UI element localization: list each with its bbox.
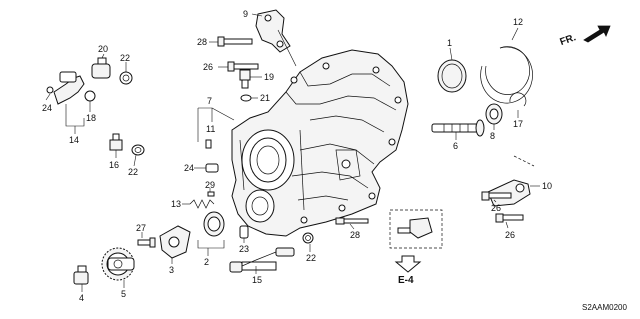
gear-5 xyxy=(101,247,135,281)
bracket-9 xyxy=(255,9,291,53)
callout-16: 16 xyxy=(109,160,119,170)
callout-25: 24 xyxy=(42,103,52,113)
callout-17: 17 xyxy=(513,119,523,129)
callout-24-lower: 23 xyxy=(239,244,249,254)
washer-22-left xyxy=(131,144,145,156)
pin-29 xyxy=(207,191,215,197)
callout-26-right-lower: 26 xyxy=(505,230,515,240)
bearing-8 xyxy=(485,103,503,125)
circlip-12 xyxy=(480,46,533,104)
callout-27-center: 28 xyxy=(350,230,360,240)
clip-17 xyxy=(509,92,527,107)
spring-13 xyxy=(189,199,215,209)
callout-21: 21 xyxy=(260,93,270,103)
transmission-housing xyxy=(231,49,409,237)
bolt-27-top xyxy=(217,36,253,47)
pin-24-upper xyxy=(205,163,219,173)
sensor-15 xyxy=(229,247,295,273)
plate-3 xyxy=(159,225,191,259)
callout-13: 13 xyxy=(171,199,181,209)
washer-21 xyxy=(240,94,252,102)
callout-7: 7 xyxy=(207,96,212,106)
callout-5: 5 xyxy=(121,289,126,299)
direction-label: FR. xyxy=(559,32,578,48)
callout-10: 10 xyxy=(542,181,552,191)
shaft-6 xyxy=(431,119,485,137)
callout-20: 20 xyxy=(98,44,108,54)
harness-25 xyxy=(46,71,85,105)
callout-11: 11 xyxy=(206,124,215,134)
callout-15: 15 xyxy=(252,275,262,285)
detail-label-e4: E-4 xyxy=(398,275,414,286)
seal-2 xyxy=(203,211,225,237)
callout-28: 27 xyxy=(136,223,146,233)
washer-23 xyxy=(119,71,133,85)
reference-code: S2AAM0200 xyxy=(582,303,627,312)
callout-2: 2 xyxy=(204,257,209,267)
callout-labels: 9 28 26 19 21 7 11 20 22 24 18 14 16 22 … xyxy=(42,9,552,303)
arrow-e4 xyxy=(394,255,422,273)
callout-1: 1 xyxy=(447,38,452,48)
callout-19: 19 xyxy=(264,72,274,82)
callout-3: 3 xyxy=(169,265,174,275)
switch-20 xyxy=(91,57,111,79)
callout-26-top: 26 xyxy=(203,62,213,72)
plug-19 xyxy=(239,69,251,89)
callout-22-center: 22 xyxy=(306,253,316,263)
callout-23: 22 xyxy=(120,53,130,63)
oring-18 xyxy=(84,90,96,102)
callout-29: 29 xyxy=(205,180,215,190)
pin-4 xyxy=(73,265,89,285)
bolt-26-right-upper xyxy=(481,191,512,201)
callout-27-top: 28 xyxy=(197,37,207,47)
callout-26-right-upper: 26 xyxy=(491,203,501,213)
pin-24-lower xyxy=(239,225,249,239)
callout-18: 18 xyxy=(86,113,96,123)
bolt-27-center xyxy=(335,217,369,225)
bolt-11 xyxy=(205,139,212,149)
callout-6: 6 xyxy=(453,141,458,151)
callout-4: 4 xyxy=(79,293,84,303)
bolt-28 xyxy=(137,237,156,248)
washer-22-center xyxy=(302,232,314,244)
bolt-26-right-lower xyxy=(495,213,524,223)
bolt-26-top xyxy=(227,61,259,72)
front-arrow-icon xyxy=(583,25,611,43)
callout-14: 14 xyxy=(69,135,79,145)
callout-22-left: 22 xyxy=(128,167,138,177)
callout-8: 8 xyxy=(490,131,495,141)
cap-1 xyxy=(437,59,467,93)
callout-9: 9 xyxy=(243,9,248,19)
callout-24-upper: 24 xyxy=(184,163,194,173)
detail-box-e4 xyxy=(389,209,443,249)
sensor-16 xyxy=(109,133,123,151)
callout-12: 12 xyxy=(513,17,523,27)
